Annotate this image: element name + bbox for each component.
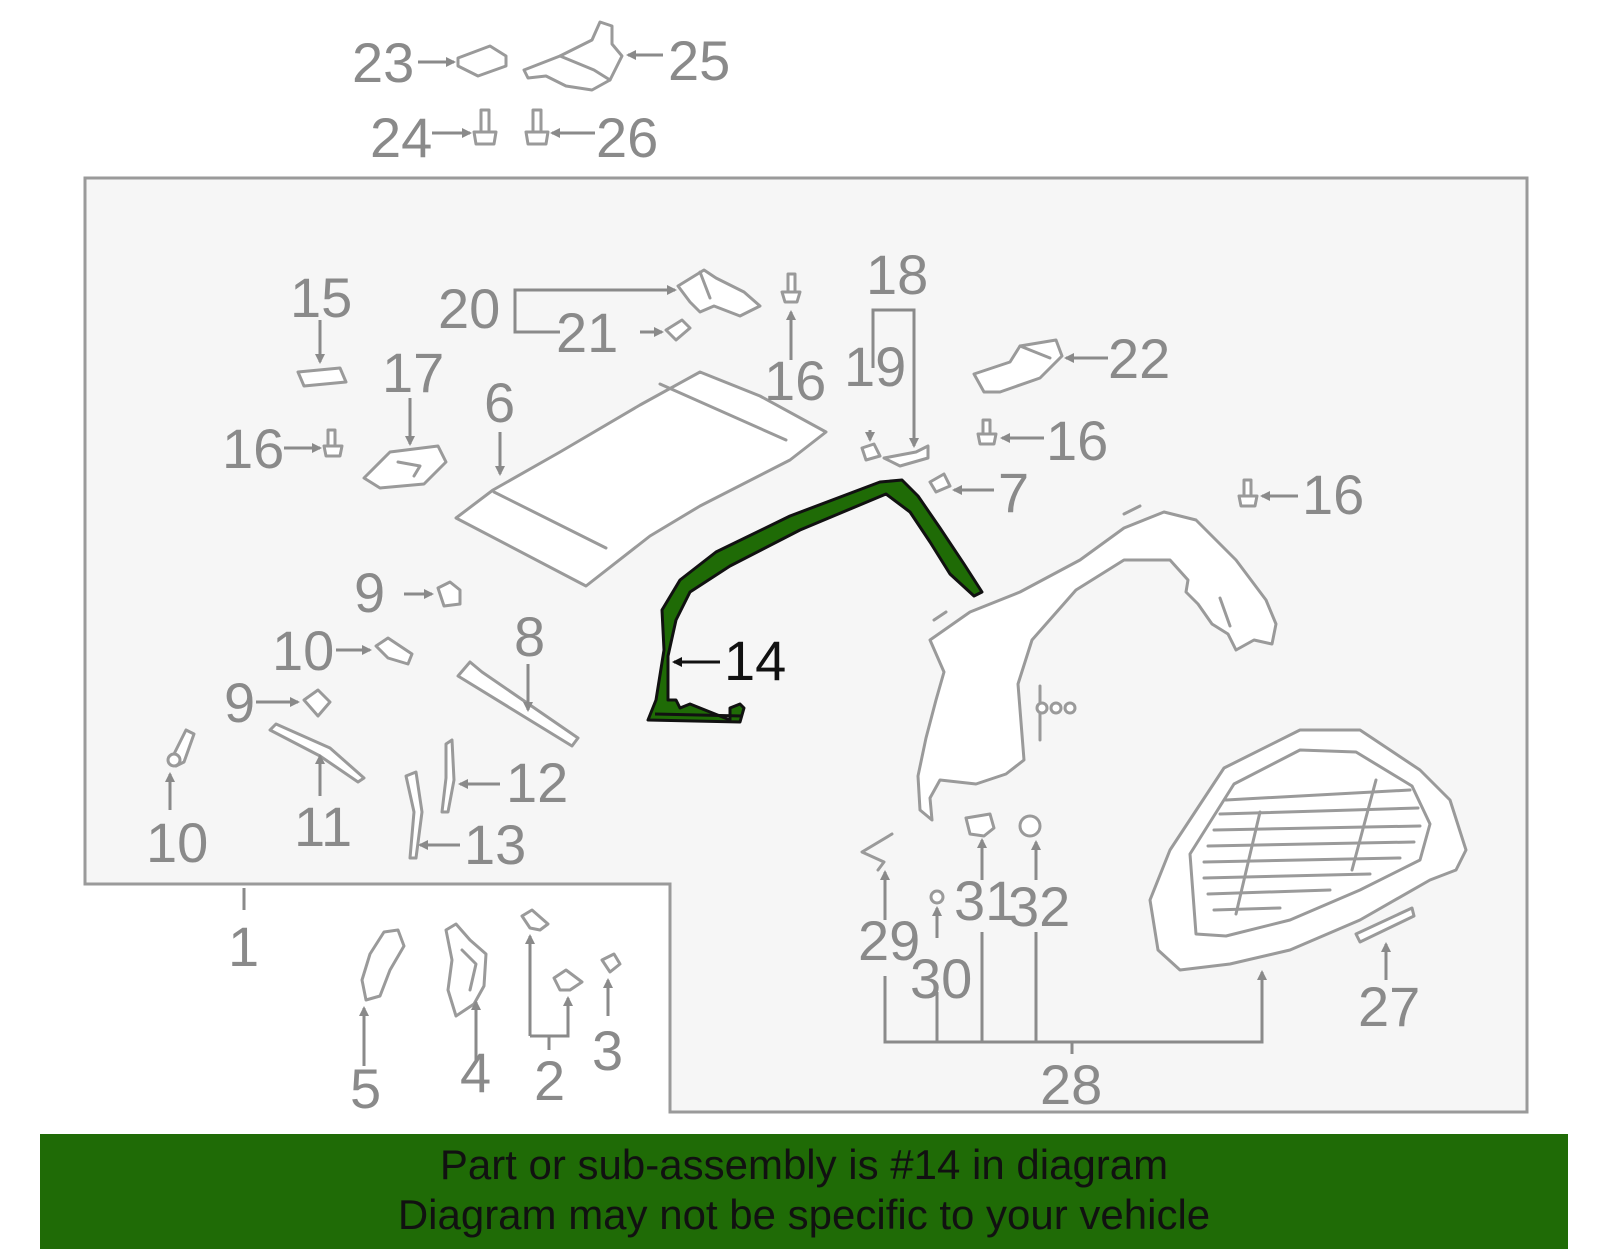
- callout-24: 24: [370, 106, 432, 169]
- part-22-bracket: [972, 338, 1064, 394]
- callout-16-far-right: 16: [1302, 463, 1364, 526]
- callout-28: 28: [1040, 1053, 1102, 1116]
- callout-30: 30: [910, 947, 972, 1010]
- part-28-rear-window: [1148, 728, 1468, 972]
- callout-10-lower: 10: [146, 811, 208, 874]
- part-27-trim-strip: [1354, 906, 1416, 944]
- part-29-clip: [860, 832, 894, 872]
- part-26-bolt: [524, 108, 550, 146]
- part-32-grommet: [1018, 814, 1042, 838]
- callout-11: 11: [294, 795, 352, 858]
- callout-10-upper: 10: [272, 619, 334, 682]
- callout-26: 26: [596, 106, 658, 169]
- callout-4: 4: [460, 1041, 491, 1104]
- part-15-plate: [296, 366, 348, 388]
- part-10-bolt-lower: [166, 728, 196, 768]
- part-3-nut: [600, 952, 622, 974]
- callout-12: 12: [506, 751, 568, 814]
- part-16-bolt-top: [780, 272, 802, 304]
- callout-18: 18: [866, 243, 928, 306]
- part-19-clip: [860, 442, 882, 462]
- part-9-clip-upper: [436, 580, 462, 608]
- callout-23: 23: [352, 31, 414, 94]
- callout-1: 1: [228, 915, 259, 978]
- part-5-bracket: [360, 928, 406, 1002]
- part-23-bracket: [456, 44, 508, 78]
- callout-14-highlighted: 14: [724, 629, 786, 692]
- part-10-bolt-upper: [374, 636, 414, 666]
- part-20-bracket: [676, 268, 762, 318]
- part-4-bracket: [444, 922, 488, 1018]
- callout-16-right: 16: [1046, 409, 1108, 472]
- part-16-bolt-right: [976, 418, 998, 446]
- callout-32: 32: [1008, 875, 1070, 938]
- callout-9-upper: 9: [354, 561, 385, 624]
- callout-20: 20: [438, 277, 500, 340]
- part-25-hinge-bracket: [522, 20, 624, 92]
- callout-7: 7: [998, 461, 1029, 524]
- part-17-bracket: [362, 444, 448, 490]
- callout-15: 15: [290, 266, 352, 329]
- callout-29: 29: [858, 909, 920, 972]
- part-24-bolt: [472, 108, 498, 146]
- banner-line-1: Part or sub-assembly is #14 in diagram: [439, 1141, 1169, 1188]
- callout-16-left: 16: [222, 417, 284, 480]
- callout-5: 5: [350, 1057, 381, 1120]
- part-7-clip: [928, 472, 952, 494]
- callout-6: 6: [484, 371, 515, 434]
- callout-25: 25: [668, 29, 730, 92]
- part-13-strip: [404, 770, 424, 860]
- part-info-banner: Part or sub-assembly is #14 in diagram D…: [40, 1134, 1568, 1249]
- part-9-clip-lower: [302, 688, 332, 718]
- part-21-clip: [664, 318, 692, 342]
- part-2-bolt-lower: [552, 968, 584, 992]
- part-2-bolt-upper: [520, 908, 550, 932]
- callout-2: 2: [534, 1049, 565, 1112]
- callout-17: 17: [382, 341, 444, 404]
- part-12-strip: [440, 738, 456, 814]
- callout-27: 27: [1358, 975, 1420, 1038]
- callout-31: 31: [954, 869, 1016, 932]
- rear-top-frame: [916, 504, 1278, 822]
- callout-8: 8: [514, 605, 545, 668]
- banner-line-2: Diagram may not be specific to your vehi…: [397, 1191, 1211, 1238]
- callout-9-lower: 9: [224, 671, 255, 734]
- part-30-clip: [929, 889, 945, 905]
- callout-16-top: 16: [764, 349, 826, 412]
- part-18-clip: [882, 444, 930, 468]
- callout-19: 19: [844, 335, 906, 398]
- part-6-roof-panel: [454, 370, 828, 588]
- callout-13: 13: [464, 813, 526, 876]
- callout-21: 21: [556, 301, 618, 364]
- callout-22: 22: [1108, 327, 1170, 390]
- part-14-weatherstrip-highlighted[interactable]: [646, 478, 984, 724]
- part-31-clip: [964, 812, 996, 838]
- part-16-bolt-left: [322, 428, 344, 458]
- part-16-bolt-far-right: [1237, 478, 1259, 508]
- callout-3: 3: [592, 1019, 623, 1082]
